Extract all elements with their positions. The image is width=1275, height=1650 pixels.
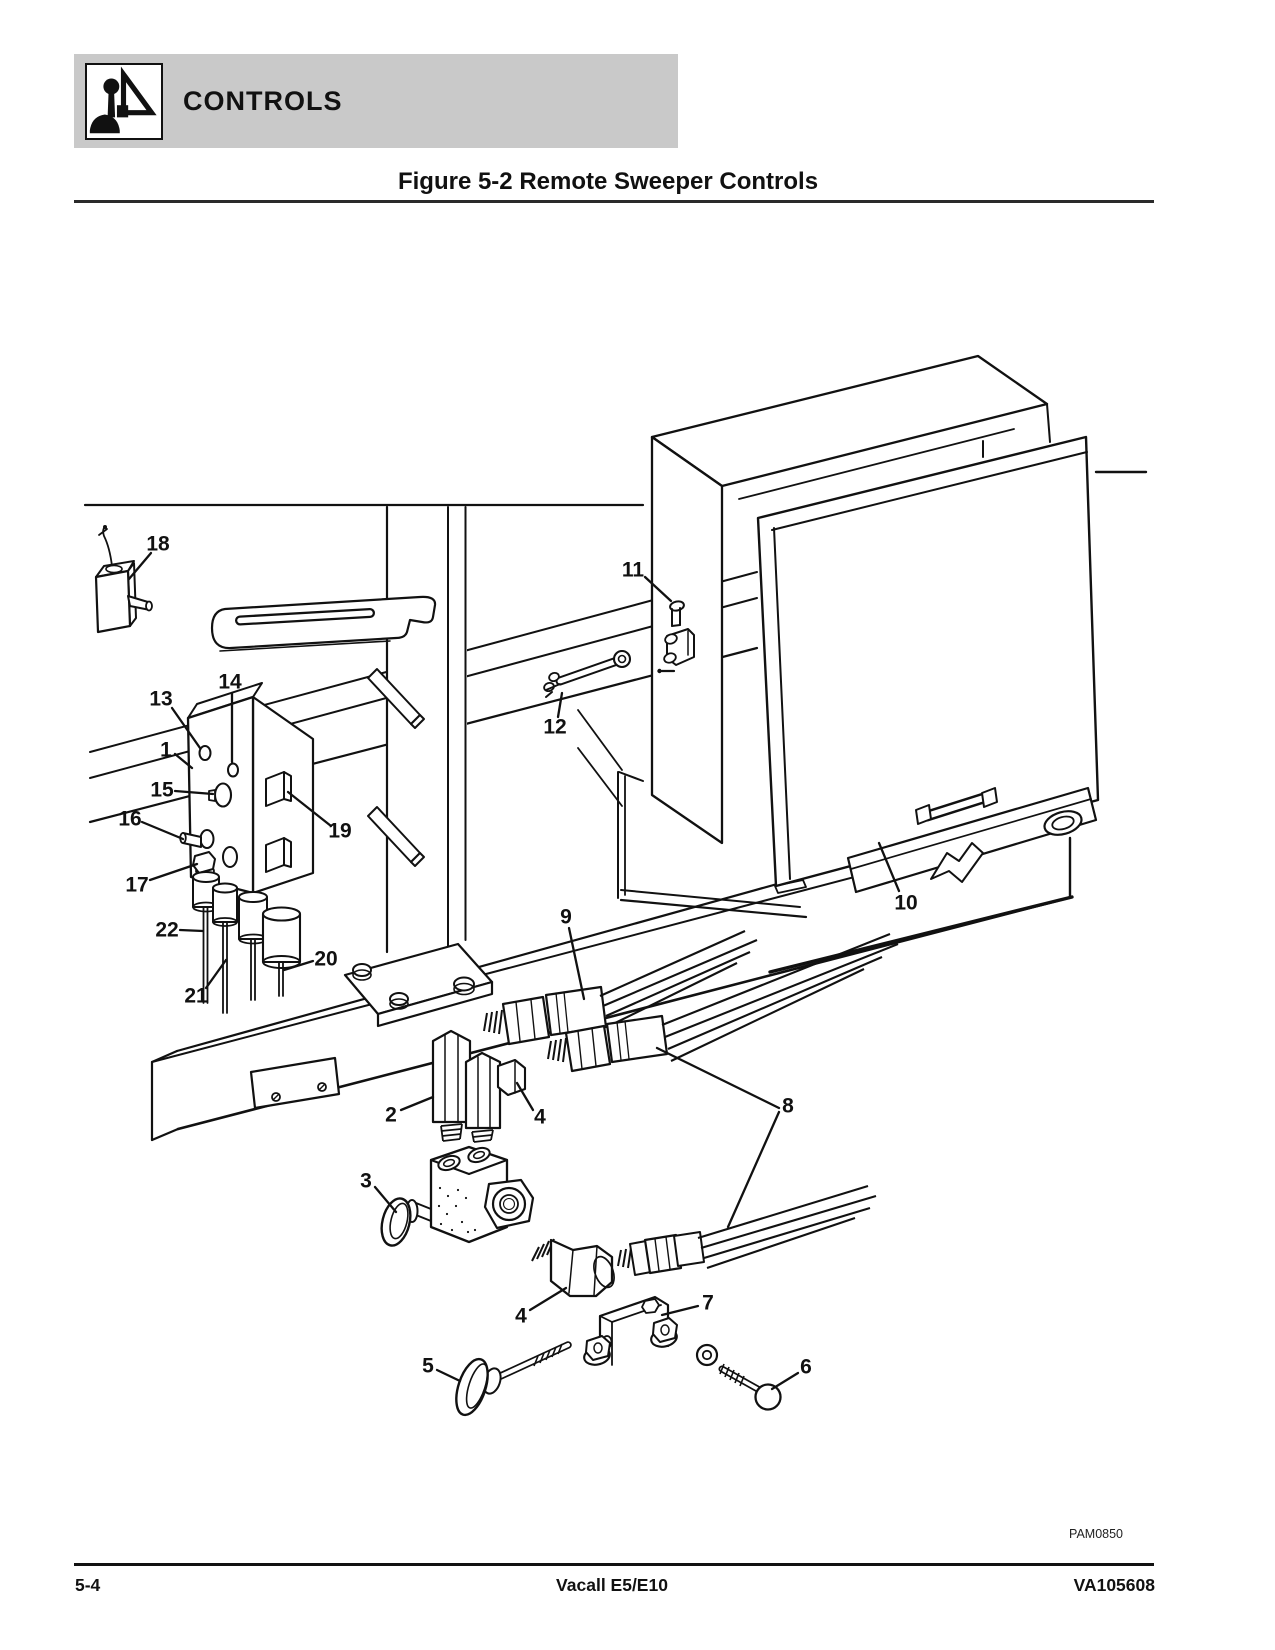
panel-hole [199, 829, 215, 849]
callout-leader-5 [435, 1368, 462, 1383]
t-knob [455, 1341, 572, 1417]
ball-bolt [718, 1363, 782, 1411]
callout-label-19: 19 [328, 820, 351, 843]
callout-label-18: 18 [146, 533, 170, 556]
callout-leader-11 [643, 575, 673, 603]
callout-leader-2 [399, 1095, 435, 1112]
callout-label-6: 6 [800, 1356, 812, 1379]
slotted-strap [210, 595, 437, 652]
callout-leader-9 [567, 926, 586, 1001]
top-rule [74, 200, 1154, 203]
callout-leader-4 [528, 1286, 568, 1312]
callout-leader-8 [726, 1110, 781, 1229]
callout-leader-7 [660, 1304, 700, 1317]
panel-hole [227, 762, 239, 778]
clevis-pin [657, 600, 695, 674]
mounting-bracket [583, 1295, 678, 1366]
callout-label-4: 4 [534, 1106, 546, 1129]
callout-leader-20 [282, 959, 315, 972]
panel-hole [198, 745, 212, 761]
latch-lever [543, 649, 632, 698]
callout-label-2: 2 [385, 1104, 397, 1127]
callout-label-22: 22 [155, 919, 178, 942]
callout-leader-4 [515, 1081, 535, 1112]
elbow-fitting [531, 1238, 615, 1298]
callout-label-9: 9 [560, 906, 572, 929]
callout-label-12: 12 [543, 716, 566, 739]
control-panel [179, 682, 315, 895]
callout-leader-6 [770, 1371, 800, 1391]
hose-bundle-upper [483, 930, 758, 1046]
section-banner [74, 54, 678, 148]
latch-wing [930, 842, 984, 883]
callout-leader-12 [556, 691, 564, 719]
callout-leader-18 [127, 551, 153, 581]
callout-label-17: 17 [125, 874, 148, 897]
callout-leader-8 [655, 1046, 781, 1110]
panel-nut [192, 851, 216, 874]
standoff-fittings [431, 1029, 527, 1143]
callout-leader-17 [148, 862, 199, 882]
door-mount-plate [846, 786, 1098, 894]
panel-hole [222, 846, 238, 868]
page-number: 5-4 [75, 1575, 101, 1595]
callout-leader-13 [170, 706, 202, 750]
callout-label-3: 3 [360, 1170, 372, 1193]
beam-block [249, 1056, 341, 1110]
hose-bundle-lower [547, 933, 899, 1073]
washer [695, 1343, 719, 1367]
callout-leader-15 [173, 789, 215, 796]
callout-label-20: 20 [314, 948, 337, 971]
callout-leader-3 [373, 1185, 398, 1214]
enclosure-door [756, 435, 1100, 888]
callout-label-7: 7 [702, 1292, 714, 1315]
callout-leader-19 [286, 790, 333, 828]
toggle-switch [94, 525, 153, 634]
callout-label-5: 5 [422, 1355, 434, 1378]
joystick-icon [89, 66, 157, 134]
callout-label-15: 15 [150, 779, 174, 802]
panel-spacer [265, 771, 285, 807]
callout-label-8: 8 [782, 1095, 794, 1118]
valve-knob [380, 1197, 412, 1247]
panel-keyhole [213, 782, 233, 808]
callout-label-10: 10 [894, 892, 917, 915]
callout-label-4: 4 [515, 1305, 527, 1328]
control-knobs [192, 871, 302, 1014]
post-base-plate [343, 942, 494, 1028]
panel-spacer [265, 837, 285, 873]
mounting-post [367, 505, 467, 955]
callout-leader-16 [140, 820, 185, 841]
callout-label-13: 13 [149, 688, 172, 711]
shutoff-valve [380, 1145, 535, 1247]
callout-label-1: 1 [160, 739, 172, 762]
section-title: CONTROLS [183, 86, 343, 116]
callout-leader-10 [877, 841, 901, 893]
callout-leader-22 [178, 928, 205, 933]
image-code: PAM0850 [1069, 1527, 1123, 1541]
callout-label-14: 14 [218, 671, 242, 694]
footer-model: Vacall E5/E10 [556, 1575, 668, 1595]
footer-rule [74, 1563, 1154, 1566]
hose-assembly-bottom [617, 1184, 877, 1276]
controls-icon-box [85, 63, 163, 140]
callout-label-21: 21 [184, 985, 208, 1008]
callout-leader-1 [173, 752, 194, 770]
callout-label-16: 16 [118, 808, 141, 831]
callout-label-11: 11 [622, 559, 645, 582]
callout-leader-21 [204, 958, 228, 990]
figure-caption: Figure 5-2 Remote Sweeper Controls [397, 168, 819, 195]
footer-doc-id: VA105608 [1073, 1575, 1155, 1595]
